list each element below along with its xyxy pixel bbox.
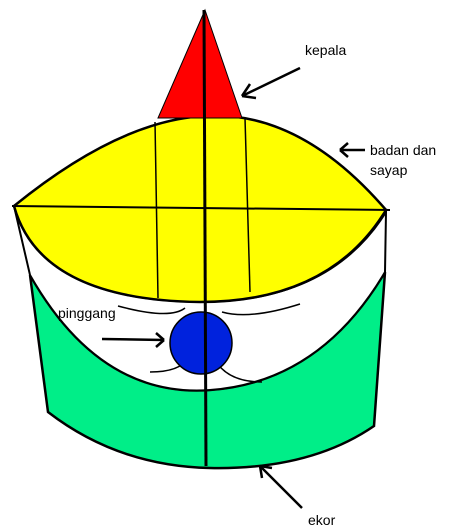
arrow-body [340,143,365,157]
arrow-tail [260,466,302,508]
head-section [158,10,242,118]
waist-circle [170,312,232,374]
label-head: kepala [305,42,346,58]
vertical-spine [204,10,206,466]
label-waist: pinggang [58,305,116,321]
label-body-wings-line2: sayap [370,162,408,178]
arrow-head [242,68,300,98]
label-tail: ekor [308,512,336,528]
label-body-wings-line1: badan dan [370,142,436,158]
